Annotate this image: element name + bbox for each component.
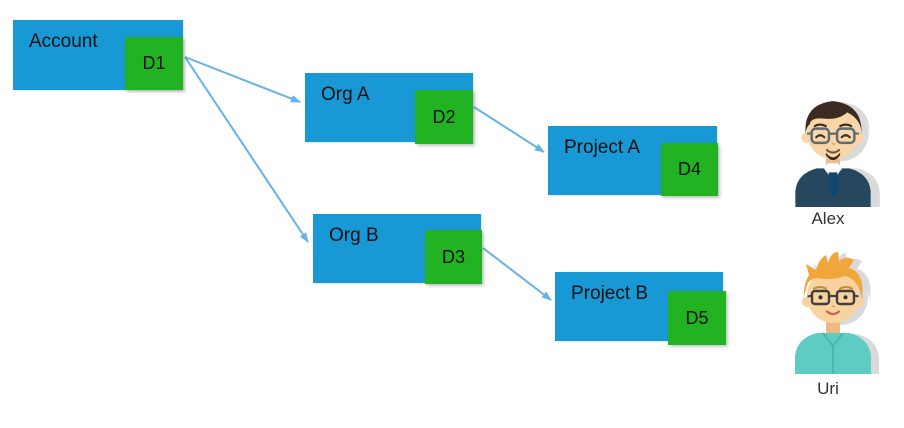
avatar-alex bbox=[795, 101, 880, 207]
avatar-uri bbox=[795, 252, 879, 374]
node-org-a-label: Org A bbox=[321, 84, 370, 105]
edge-org-b-to-project-b bbox=[482, 247, 552, 301]
badge-d4: D4 bbox=[661, 143, 718, 196]
person-uri-icon bbox=[795, 252, 871, 374]
edge-account-to-org-b bbox=[184, 56, 309, 243]
badge-d3: D3 bbox=[425, 230, 482, 284]
user-label-alex: Alex bbox=[811, 209, 845, 228]
node-org-b-label: Org B bbox=[329, 225, 379, 246]
user-label-uri: Uri bbox=[817, 379, 839, 398]
edge-org-a-to-project-a bbox=[473, 106, 545, 153]
node-project-b-label: Project B bbox=[571, 283, 649, 304]
badge-d1: D1 bbox=[125, 37, 183, 90]
node-project-a-label: Project A bbox=[564, 137, 641, 158]
person-alex-icon bbox=[795, 101, 871, 207]
badge-d2: D2 bbox=[415, 90, 473, 144]
badge-d5: D5 bbox=[668, 291, 726, 345]
edge-account-to-org-a bbox=[184, 56, 301, 103]
node-account-label: Account bbox=[29, 31, 98, 52]
